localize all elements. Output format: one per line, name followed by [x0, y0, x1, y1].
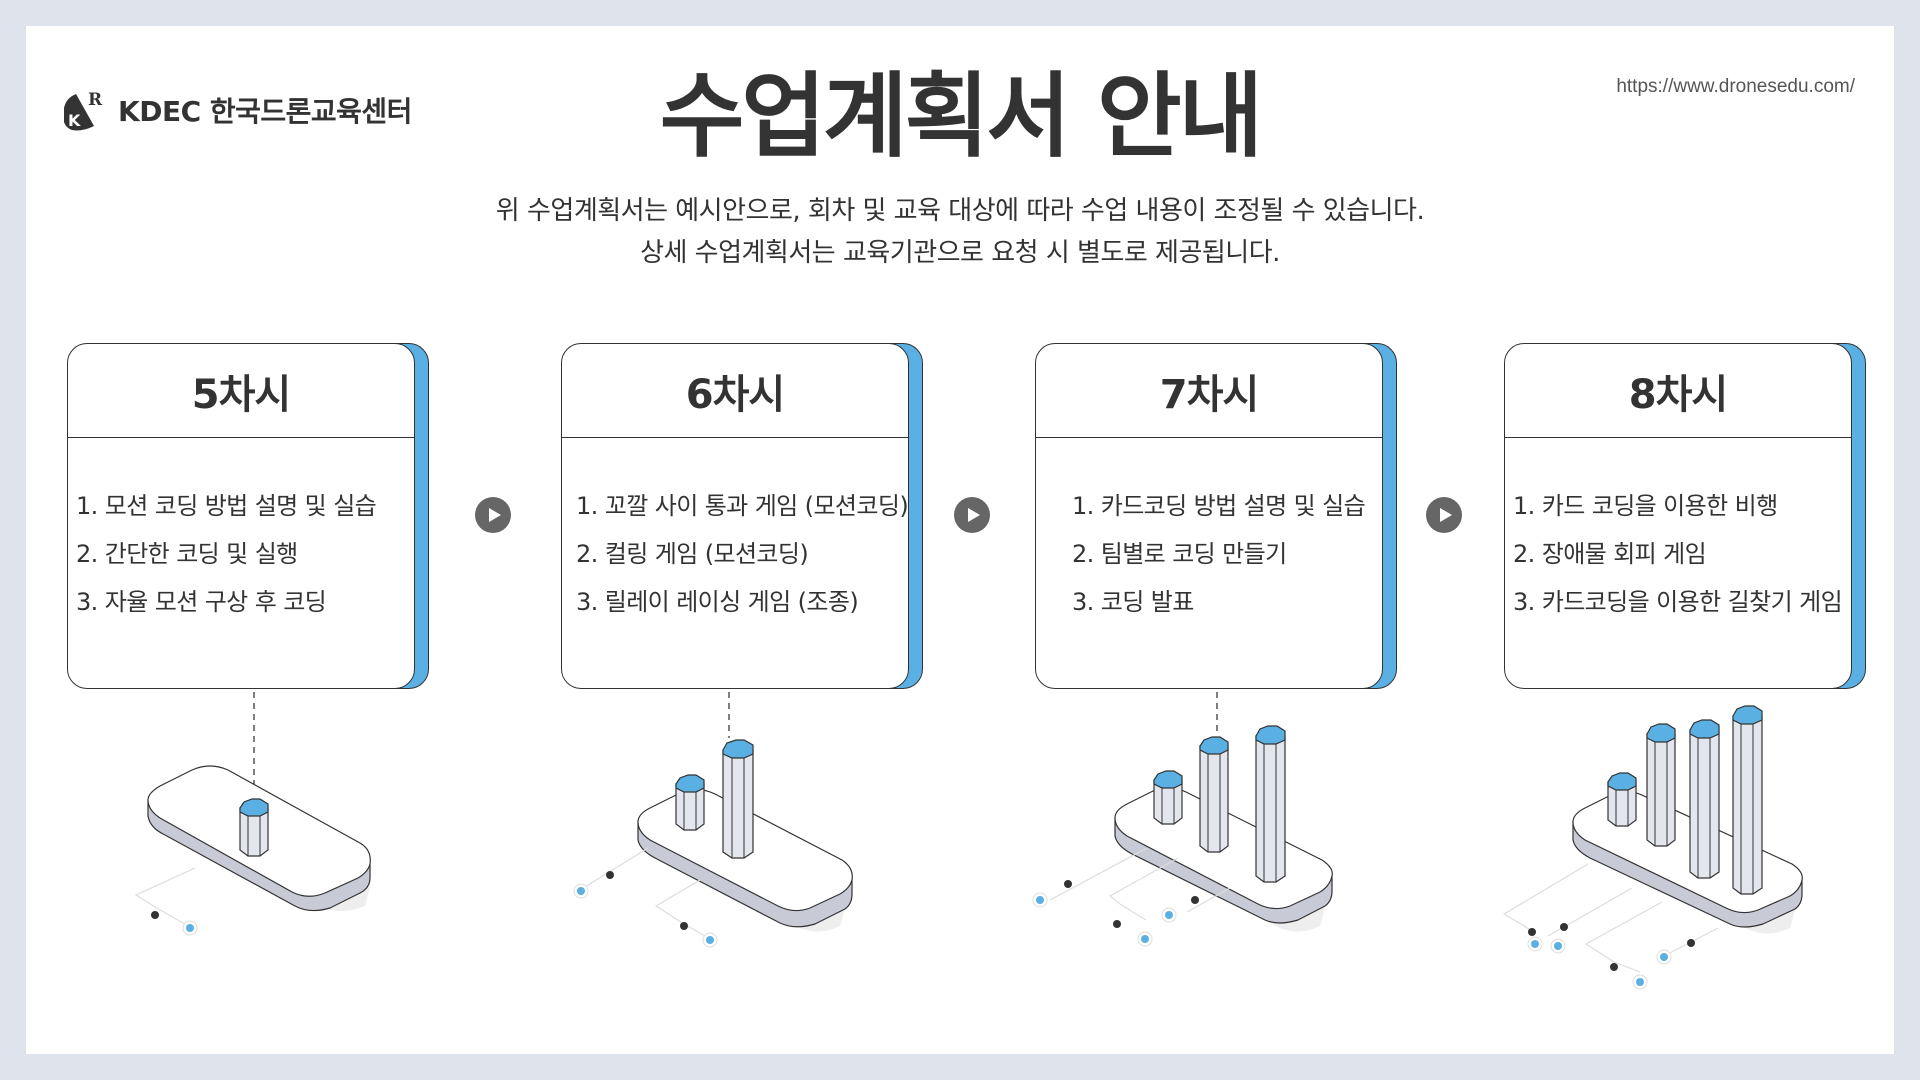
session-items: 1. 꼬깔 사이 통과 게임 (모션코딩) 2. 컬링 게임 (모션코딩) 3.… [562, 438, 909, 626]
session-items: 1. 모션 코딩 방법 설명 및 실습 2. 간단한 코딩 및 실행 3. 자율… [68, 438, 414, 626]
session-item: 1. 모션 코딩 방법 설명 및 실습 [76, 492, 377, 520]
website-url[interactable]: https://www.dronesedu.com/ [1616, 76, 1855, 97]
card-face: 6차시 1. 꼬깔 사이 통과 게임 (모션코딩) 2. 컬링 게임 (모션코딩… [561, 343, 909, 689]
session-item: 1. 꼬깔 사이 통과 게임 (모션코딩) [576, 492, 909, 520]
logo-text: KDEC 한국드론교육센터 [118, 95, 412, 128]
session-item: 2. 장애물 회피 게임 [1513, 540, 1707, 568]
session-item: 3. 자율 모션 구상 후 코딩 [76, 588, 327, 616]
isometric-pillar-icon [120, 688, 400, 948]
play-triangle-icon [475, 497, 511, 533]
isometric-pillar-icon [1490, 690, 1830, 1000]
page-title: 수업계획서 안내 [659, 63, 1264, 170]
session-item: 1. 카드 코딩을 이용한 비행 [1513, 492, 1778, 520]
session-title: 7차시 [1036, 344, 1382, 438]
session-card-7: 7차시 1. 카드코딩 방법 설명 및 실습 2. 팀별로 코딩 만들기 3. … [1035, 343, 1397, 689]
session-item: 2. 컬링 게임 (모션코딩) [576, 540, 809, 568]
svg-text:K: K [68, 111, 81, 130]
session-item: 2. 간단한 코딩 및 실행 [76, 540, 298, 568]
kr-logo-icon: K R [64, 90, 103, 131]
session-item: 3. 릴레이 레이싱 게임 (조종) [576, 588, 859, 616]
session-title: 8차시 [1505, 344, 1851, 438]
play-triangle-icon [1426, 497, 1462, 533]
isometric-pillar-icon [560, 688, 860, 948]
session-item: 3. 카드코딩을 이용한 길찾기 게임 [1513, 588, 1843, 616]
subtitle: 위 수업계획서는 예시안으로, 회차 및 교육 대상에 따라 수업 내용이 조정… [0, 190, 1920, 274]
session-card-8: 8차시 1. 카드 코딩을 이용한 비행 2. 장애물 회피 게임 3. 카드코… [1504, 343, 1866, 689]
session-items: 1. 카드 코딩을 이용한 비행 2. 장애물 회피 게임 3. 카드코딩을 이… [1505, 438, 1851, 626]
logo[interactable]: K R KDEC 한국드론교육센터 [60, 88, 412, 132]
svg-text:R: R [88, 90, 103, 110]
session-items: 1. 카드코딩 방법 설명 및 실습 2. 팀별로 코딩 만들기 3. 코딩 발… [1036, 438, 1382, 626]
isometric-pillar-icon [1020, 688, 1340, 958]
card-face: 5차시 1. 모션 코딩 방법 설명 및 실습 2. 간단한 코딩 및 실행 3… [67, 343, 415, 689]
session-title: 6차시 [562, 344, 908, 438]
session-item: 3. 코딩 발표 [1072, 588, 1194, 616]
card-face: 8차시 1. 카드 코딩을 이용한 비행 2. 장애물 회피 게임 3. 카드코… [1504, 343, 1852, 689]
subtitle-line-2: 상세 수업계획서는 교육기관으로 요청 시 별도로 제공됩니다. [640, 238, 1280, 268]
play-triangle-icon [954, 497, 990, 533]
session-item: 1. 카드코딩 방법 설명 및 실습 [1072, 492, 1366, 520]
session-title: 5차시 [68, 344, 414, 438]
session-card-5: 5차시 1. 모션 코딩 방법 설명 및 실습 2. 간단한 코딩 및 실행 3… [67, 343, 429, 689]
card-face: 7차시 1. 카드코딩 방법 설명 및 실습 2. 팀별로 코딩 만들기 3. … [1035, 343, 1383, 689]
session-card-6: 6차시 1. 꼬깔 사이 통과 게임 (모션코딩) 2. 컬링 게임 (모션코딩… [561, 343, 923, 689]
session-item: 2. 팀별로 코딩 만들기 [1072, 540, 1287, 568]
subtitle-line-1: 위 수업계획서는 예시안으로, 회차 및 교육 대상에 따라 수업 내용이 조정… [495, 196, 1425, 226]
